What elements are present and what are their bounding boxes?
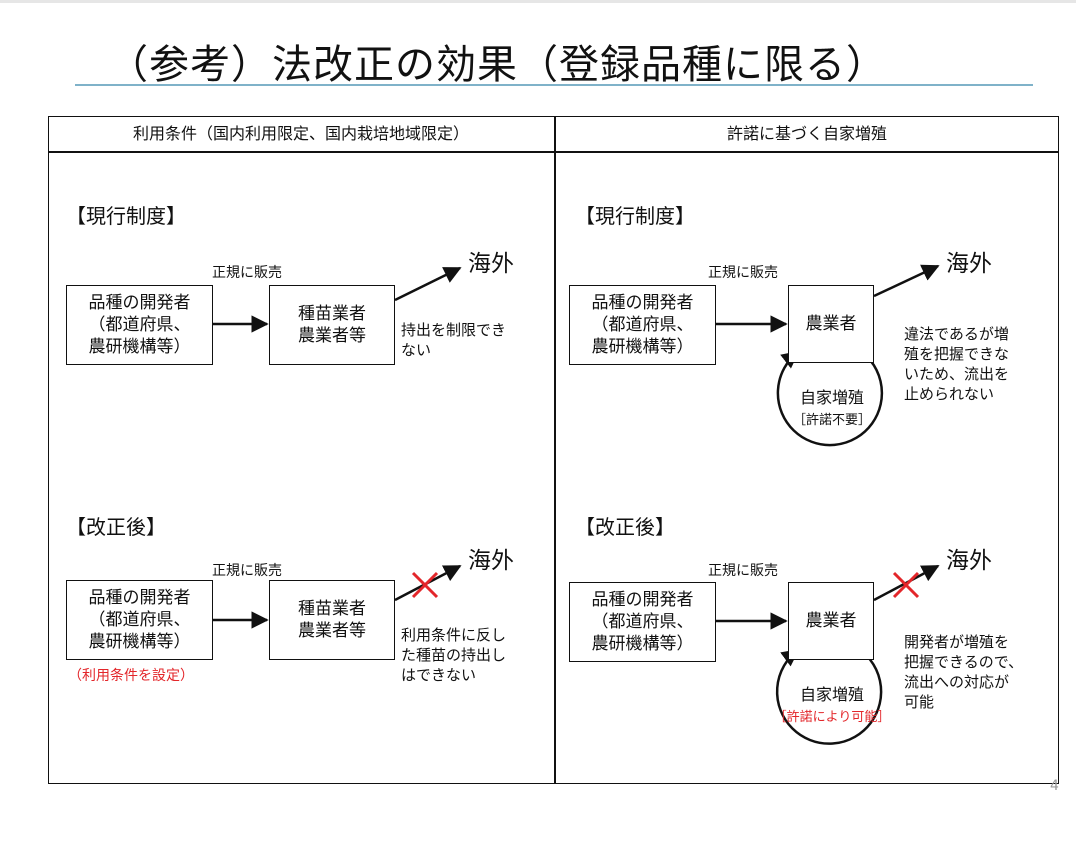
comparison-table <box>48 116 1059 784</box>
table-column-divider <box>554 116 556 784</box>
page-title: （参考）法改正の効果（登録品種に限る） <box>108 42 887 88</box>
effect-note: 持出を制限でき ない <box>401 321 507 359</box>
overseas-label: 海外 <box>946 548 992 574</box>
overseas-arrow <box>873 264 940 298</box>
self-propagation-cycle <box>776 345 884 447</box>
top-border <box>0 0 1076 3</box>
table-header-divider <box>48 151 1059 153</box>
developer-box: 品種の開発者 （都道府県、 農研機構等） <box>66 285 213 365</box>
page-number: 4 <box>1050 778 1059 794</box>
title-underline <box>75 84 1033 86</box>
overseas-label: 海外 <box>468 548 514 574</box>
overseas-label: 海外 <box>468 251 514 277</box>
overseas-label: 海外 <box>946 251 992 277</box>
sale-label: 正規に販売 <box>708 265 778 281</box>
sale-label: 正規に販売 <box>212 265 282 281</box>
section-revised-right: 【改正後】 <box>575 515 675 539</box>
permission-label: ［許諾不要］ <box>792 413 871 428</box>
right-column-header: 許諾に基づく自家増殖 <box>726 124 887 143</box>
self-propagation-label: 自家増殖 <box>799 388 864 407</box>
section-current-left: 【現行制度】 <box>66 204 186 228</box>
effect-note: 違法であるが増 殖を把握できな いため、流出を 止められない <box>904 325 1010 403</box>
section-current-right: 【現行制度】 <box>575 204 695 228</box>
seller-box: 種苗業者 農業者等 <box>269 580 395 660</box>
left-column-header: 利用条件（国内利用限定、国内栽培地域限定） <box>132 124 469 143</box>
overseas-arrow <box>394 266 462 302</box>
effect-note: 開発者が増殖を 把握できるので、 流出への対応が 可能 <box>904 633 1024 711</box>
cross-icon <box>892 571 920 599</box>
sale-label: 正規に販売 <box>708 563 778 579</box>
cross-icon <box>411 571 439 599</box>
farmer-box: 農業者 <box>788 285 874 363</box>
farmer-box: 農業者 <box>788 582 874 660</box>
sale-label: 正規に販売 <box>212 563 282 579</box>
condition-label: （利用条件を設定） <box>68 668 194 684</box>
seller-box: 種苗業者 農業者等 <box>269 285 395 365</box>
effect-note: 利用条件に反し た種苗の持出し はできない <box>401 626 507 684</box>
developer-box: 品種の開発者 （都道府県、 農研機構等） <box>66 580 213 660</box>
self-propagation-cycle <box>775 644 883 745</box>
permission-label: ［許諾により可能］ <box>773 710 891 725</box>
developer-box: 品種の開発者 （都道府県、 農研機構等） <box>569 285 716 365</box>
section-revised-left: 【改正後】 <box>66 515 166 539</box>
developer-box: 品種の開発者 （都道府県、 農研機構等） <box>569 582 716 662</box>
self-propagation-label: 自家増殖 <box>799 685 864 704</box>
